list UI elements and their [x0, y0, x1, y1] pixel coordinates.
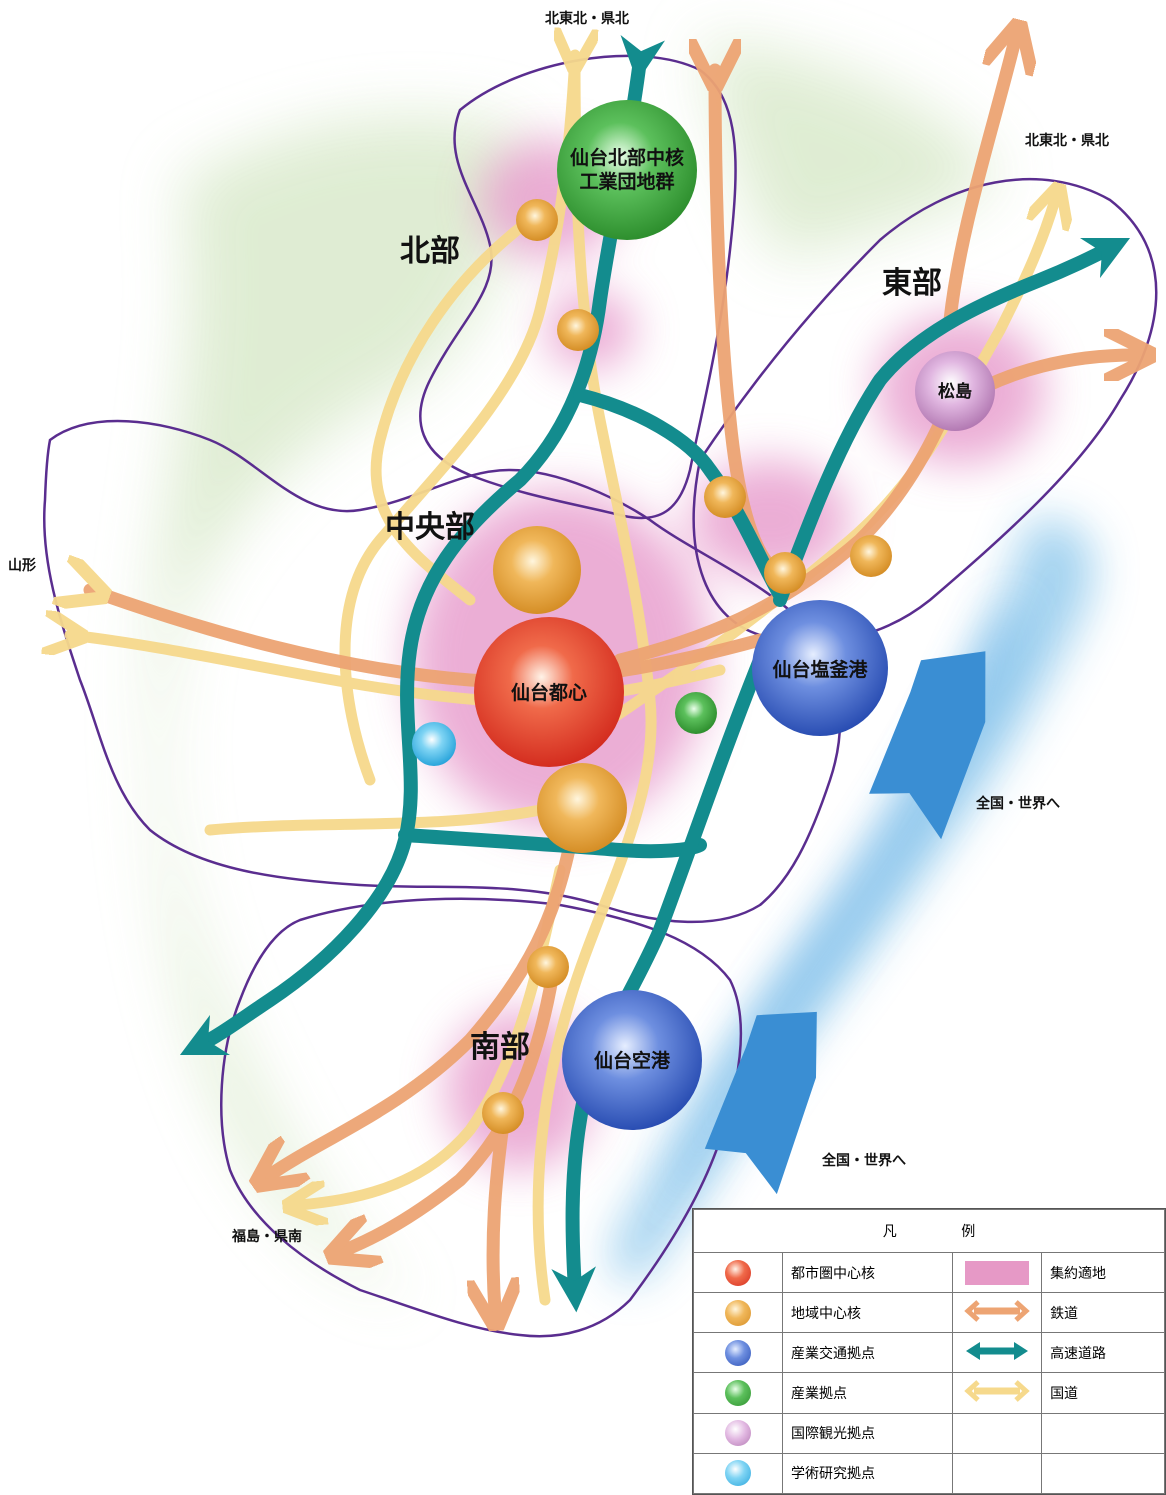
legend-label: 産業交通拠点 — [781, 1332, 954, 1374]
railway-arrow-icon — [964, 1299, 1030, 1322]
legend-label: 鉄道 — [1041, 1292, 1165, 1334]
map-legend: 凡 例 都市圏中心核 集約適地 地域中心核 鉄道 産業交通拠点 高速道路 — [692, 1208, 1166, 1495]
legend-label: 国際観光拠点 — [781, 1412, 954, 1454]
legend-row: 都市圏中心核 集約適地 — [693, 1251, 1165, 1294]
legend-symbol-cell — [693, 1251, 783, 1294]
node-regional-1 — [516, 199, 558, 241]
legend-empty-cell — [1041, 1452, 1165, 1495]
destination-north-east: 北東北・県北 — [1025, 133, 1109, 149]
node-regional-6 — [493, 526, 581, 614]
region-label-south: 南部 — [470, 1030, 530, 1065]
legend-symbol-cell — [952, 1332, 1043, 1374]
expressway-arrow-icon — [966, 1341, 1029, 1360]
legend-label: 学術研究拠点 — [781, 1452, 954, 1495]
legend-symbol-cell — [952, 1372, 1043, 1414]
legend-empty-cell — [952, 1452, 1043, 1495]
destination-north-center: 北東北・県北 — [545, 11, 629, 27]
legend-symbol-cell — [952, 1292, 1043, 1334]
node-regional-4 — [764, 552, 806, 594]
legend-empty-cell — [1041, 1412, 1165, 1454]
national-road-arrow-icon — [964, 1380, 1030, 1402]
node-industry-small — [675, 692, 717, 734]
legend-label: 集約適地 — [1041, 1251, 1165, 1294]
legend-row: 国際観光拠点 — [693, 1412, 1165, 1454]
node-regional-9 — [482, 1092, 524, 1134]
pink-area-icon — [965, 1260, 1030, 1285]
region-label-north: 北部 — [400, 234, 460, 269]
legend-row: 学術研究拠点 — [693, 1452, 1165, 1495]
rail-south-3 — [493, 1103, 505, 1310]
destination-sea-1: 全国・世界へ — [976, 796, 1060, 812]
legend-table: 凡 例 都市圏中心核 集約適地 地域中心核 鉄道 産業交通拠点 高速道路 — [693, 1209, 1165, 1495]
legend-label: 高速道路 — [1041, 1332, 1165, 1374]
sea-arrow-1 — [869, 651, 986, 840]
node-regional-2 — [557, 309, 599, 351]
expressway-east — [773, 237, 1131, 607]
legend-title: 凡 例 — [693, 1209, 1165, 1253]
sea-arrow-2 — [704, 1011, 817, 1195]
legend-symbol-cell — [693, 1332, 783, 1374]
node-matsushima — [915, 351, 995, 431]
node-regional-8 — [527, 946, 569, 988]
cyan-circle-icon — [725, 1460, 751, 1487]
legend-row: 産業拠点 国道 — [693, 1372, 1165, 1414]
legend-symbol-cell — [952, 1251, 1043, 1294]
orange-circle-icon — [725, 1299, 751, 1326]
node-label-northern-industry: 仙台北部中核 工業団地群 — [569, 147, 684, 193]
legend-title-right: 例 — [961, 1224, 976, 1240]
destination-west: 山形 — [8, 558, 36, 574]
expressway-north — [179, 34, 666, 1056]
legend-symbol-cell — [693, 1452, 783, 1495]
region-label-east: 東部 — [882, 266, 942, 301]
node-label-airport: 仙台空港 — [593, 1050, 670, 1072]
destination-south-west: 福島・県南 — [232, 1229, 302, 1245]
purple-circle-icon — [725, 1420, 751, 1447]
node-regional-5 — [850, 535, 892, 577]
node-regional-3 — [704, 476, 746, 518]
node-northern-industry — [557, 100, 697, 240]
node-label-port: 仙台塩釜港 — [772, 659, 868, 681]
region-label-central: 中央部 — [385, 510, 475, 545]
expressway-link — [573, 388, 787, 602]
node-academic — [412, 722, 456, 766]
green-circle-icon — [725, 1380, 751, 1407]
legend-label: 地域中心核 — [781, 1292, 954, 1334]
rail-center-east — [613, 393, 957, 667]
legend-label: 都市圏中心核 — [781, 1251, 954, 1294]
legend-header-row: 凡 例 — [693, 1209, 1165, 1253]
legend-label: 国道 — [1041, 1372, 1165, 1414]
rail-east-1 — [943, 40, 1015, 327]
node-label-matsushima: 松島 — [938, 382, 972, 402]
legend-row: 地域中心核 鉄道 — [693, 1292, 1165, 1334]
node-city-center — [474, 617, 624, 767]
legend-label: 産業拠点 — [781, 1372, 954, 1414]
destination-sea-2: 全国・世界へ — [822, 1153, 906, 1169]
legend-row: 産業交通拠点 高速道路 — [693, 1332, 1165, 1374]
sea-route-arrows — [704, 651, 986, 1195]
road-southwest — [204, 804, 546, 836]
nodes — [412, 100, 995, 1134]
node-label-city-center: 仙台都心 — [510, 682, 587, 704]
node-airport — [562, 990, 702, 1130]
legend-empty-cell — [952, 1412, 1043, 1454]
legend-title-left: 凡 — [882, 1224, 897, 1240]
legend-symbol-cell — [693, 1412, 783, 1454]
legend-symbol-cell — [693, 1292, 783, 1334]
node-regional-7 — [537, 763, 627, 853]
red-circle-icon — [725, 1259, 751, 1286]
node-port — [752, 600, 888, 736]
legend-symbol-cell — [693, 1372, 783, 1414]
blue-circle-icon — [725, 1339, 751, 1366]
